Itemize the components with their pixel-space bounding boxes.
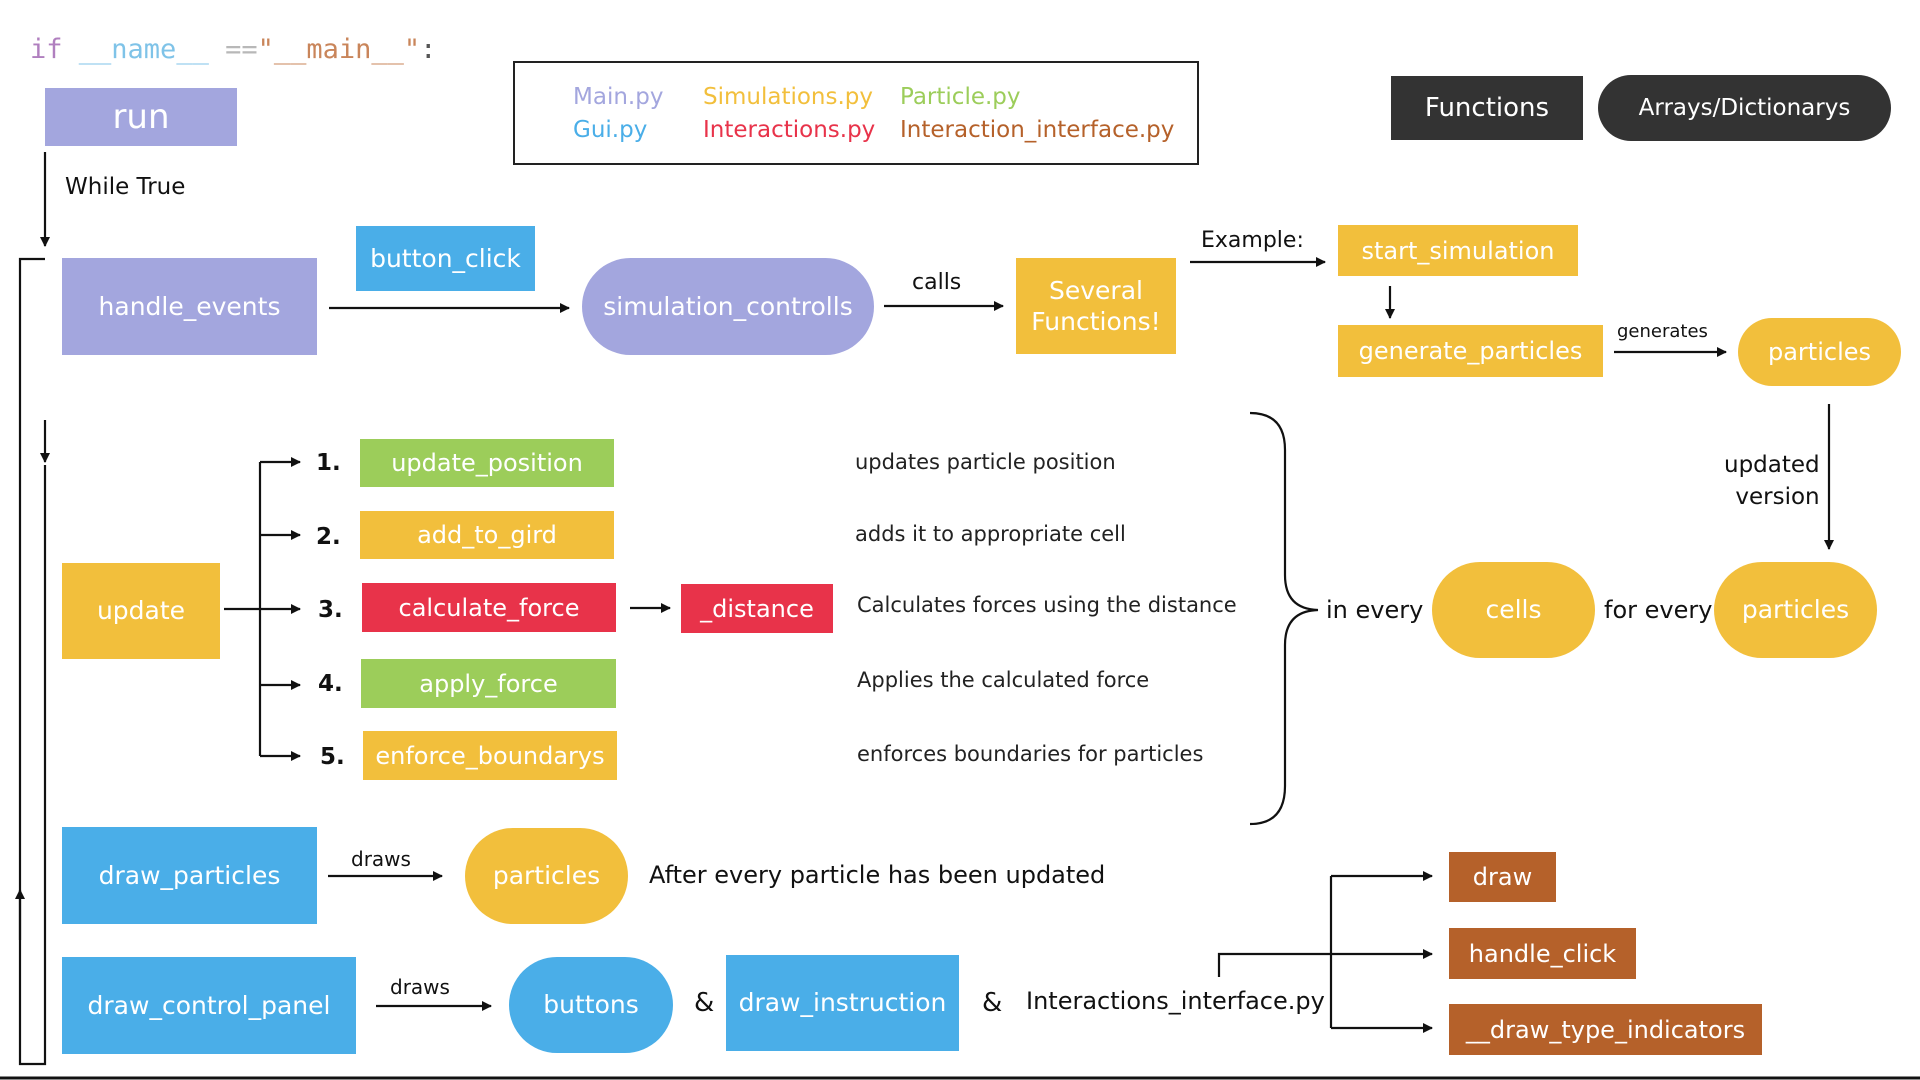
interactions-interface-label: Interactions_interface.py xyxy=(1026,987,1325,1015)
draws-label-2: draws xyxy=(390,975,450,999)
desc-enforce-boundaries: enforces boundaries for particles xyxy=(857,742,1204,766)
draw-control-panel-node: draw_control_panel xyxy=(62,957,356,1054)
legend-particle: Particle.py xyxy=(900,84,1021,110)
add-to-gird-node: add_to_gird xyxy=(360,511,614,559)
update-position-node: update_position xyxy=(360,439,614,487)
updated-version-label: updated version xyxy=(1724,452,1820,511)
legend-interactions: Interactions.py xyxy=(703,117,876,143)
step-1-number: 1. xyxy=(316,450,341,476)
legend-interaction-interface: Interaction_interface.py xyxy=(900,117,1175,143)
update-node: update xyxy=(62,563,220,659)
generate-particles-node: generate_particles xyxy=(1338,325,1603,377)
legend-gui: Gui.py xyxy=(573,117,648,143)
interface-stem xyxy=(1217,952,1330,977)
several-functions-node: Several Functions! xyxy=(1016,258,1176,354)
desc-apply-force: Applies the calculated force xyxy=(857,668,1150,692)
calculate-force-node: calculate_force xyxy=(362,583,616,632)
code-main-string: "__main__" xyxy=(257,34,421,65)
key-arrays: Arrays/Dictionarys xyxy=(1598,75,1891,141)
handle-events-node: handle_events xyxy=(62,258,317,355)
while-true-label: While True xyxy=(65,174,186,200)
legend-main: Main.py xyxy=(573,84,664,110)
step-3-number: 3. xyxy=(318,597,343,623)
step-2-number: 2. xyxy=(316,524,341,550)
particles-top-node: particles xyxy=(1738,318,1901,386)
desc-add-to-grid: adds it to appropriate cell xyxy=(855,522,1126,546)
button-click-node: button_click xyxy=(356,226,535,291)
buttons-node: buttons xyxy=(509,957,673,1053)
code-name: __name__ xyxy=(78,34,209,65)
ampersand-2: & xyxy=(982,988,1003,1018)
draw-particles-node: draw_particles xyxy=(62,827,317,924)
big-brace xyxy=(1249,411,1319,826)
code-if: if xyxy=(30,34,63,65)
particles-bottom-node: particles xyxy=(465,828,628,924)
code-eq: == xyxy=(225,34,258,65)
key-functions: Functions xyxy=(1391,76,1583,140)
draw-instruction-node: draw_instruction xyxy=(726,955,959,1051)
enforce-boundarys-node: enforce_boundarys xyxy=(363,731,617,780)
legend-simulations: Simulations.py xyxy=(703,84,874,110)
handle-click-node: handle_click xyxy=(1449,928,1636,979)
draw-node: draw xyxy=(1449,852,1556,902)
particles-mid-node: particles xyxy=(1714,562,1877,658)
draws-label-1: draws xyxy=(351,847,411,871)
calls-label: calls xyxy=(912,270,962,295)
generates-label: generates xyxy=(1617,321,1708,342)
run-node: run xyxy=(45,88,237,146)
ampersand-1: & xyxy=(694,988,715,1018)
distance-node: _distance xyxy=(681,584,833,633)
desc-update-position: updates particle position xyxy=(855,450,1116,474)
for-every-label: for every xyxy=(1604,596,1713,624)
loop-bracket xyxy=(18,257,47,1066)
step-5-number: 5. xyxy=(320,744,345,770)
simulation-controlls-node: simulation_controlls xyxy=(582,258,874,355)
apply-force-node: apply_force xyxy=(361,659,616,708)
after-every-label: After every particle has been updated xyxy=(649,861,1106,889)
start-simulation-node: start_simulation xyxy=(1338,225,1578,276)
code-colon: : xyxy=(420,34,437,65)
example-label: Example: xyxy=(1201,228,1304,253)
draw-type-indicators-node: __draw_type_indicators xyxy=(1449,1004,1762,1055)
desc-calculate-force: Calculates forces using the distance xyxy=(857,593,1237,617)
in-every-label: in every xyxy=(1326,596,1424,624)
main-guard-code: if __name__ =="__main__": xyxy=(30,34,436,65)
step-4-number: 4. xyxy=(318,671,343,697)
cells-node: cells xyxy=(1432,562,1595,658)
legend-box xyxy=(513,61,1199,165)
